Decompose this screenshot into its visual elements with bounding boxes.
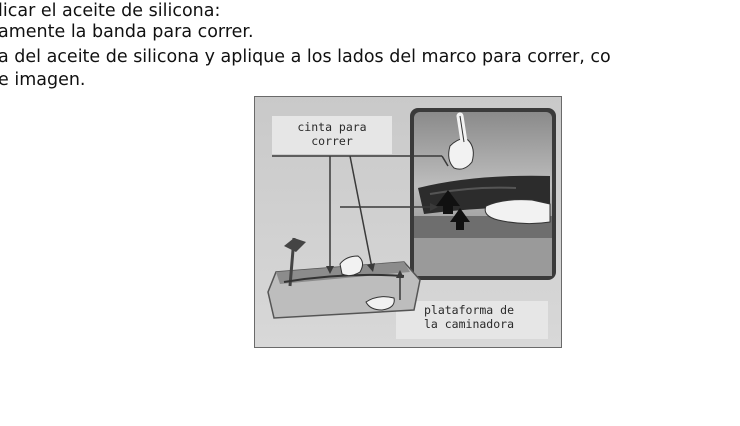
belt-label-line-1: cinta para — [297, 120, 367, 134]
platform-label-line-1: plataforma de — [423, 303, 514, 317]
callout-arrowheads — [326, 203, 438, 278]
illustration-drawing — [254, 96, 562, 348]
instruction-line-4: e imagen. — [0, 70, 86, 90]
belt-label: cinta para correr — [272, 120, 392, 148]
belt-label-line-2: correr — [311, 134, 353, 148]
treadmill-base-drawing — [267, 237, 421, 319]
platform-label-box — [396, 301, 548, 339]
belt-label-box — [272, 116, 392, 154]
platform-label-line-2: la caminadora — [423, 317, 514, 331]
instruction-line-2: amente la banda para correr. — [0, 22, 254, 42]
treadmill-lubrication-illustration: cinta para correr plataforma de la camin… — [254, 96, 562, 348]
inset-closeup-photo — [410, 108, 556, 280]
instruction-line-3: a del aceite de silicona y aplique a los… — [0, 47, 611, 67]
platform-label: plataforma de la caminadora — [394, 303, 544, 331]
instruction-line-1: licar el aceite de silicona: — [0, 1, 221, 21]
